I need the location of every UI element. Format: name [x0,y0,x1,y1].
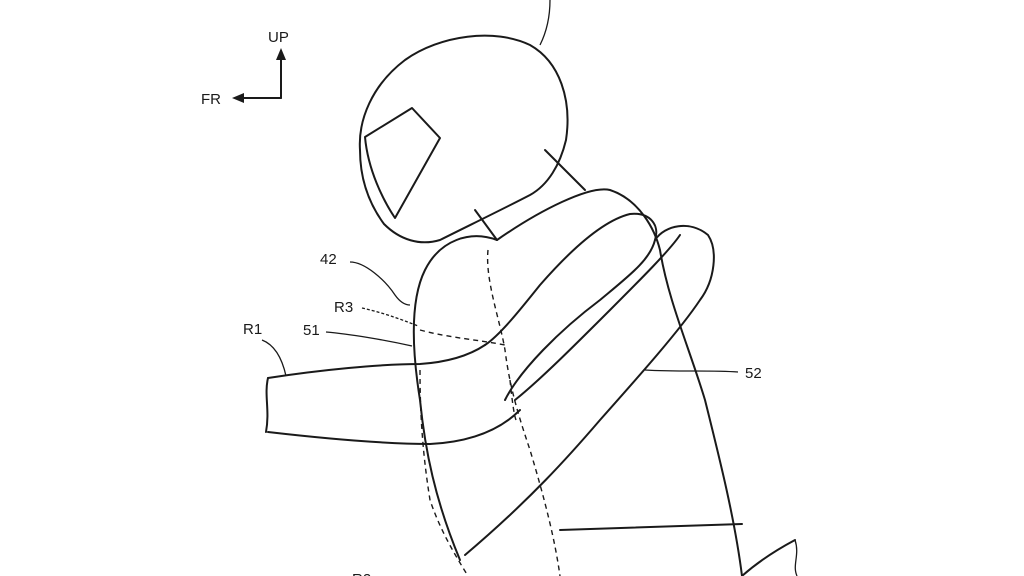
hidden-lines [419,249,561,576]
label-51: 51 [303,322,320,339]
hidden-line-3 [419,369,469,576]
front-label: FR [201,91,221,108]
airbag-front-outline [484,212,658,401]
label-r1: R1 [243,321,262,338]
up-label: UP [268,29,289,46]
leader-lines [261,261,739,377]
neck [474,149,586,241]
hidden-line-1 [486,249,561,576]
leader-r3 [361,307,419,327]
leader-52 [644,369,739,373]
leader-r1 [261,339,287,377]
hidden-line-4 [509,379,517,421]
label-52: 52 [745,365,762,382]
seat-rear [741,539,796,576]
helmet [358,0,569,244]
seat [559,523,798,576]
torso [412,188,743,576]
airbag-front-51 [484,212,681,401]
helmet-visor [364,107,441,219]
arm-upper-edge [267,344,486,379]
leader-51 [325,331,413,347]
helmet-leader-curve [539,0,551,46]
seat-rear-cut [794,539,798,576]
arm [265,344,521,445]
hidden-line-2 [419,329,506,346]
arm-lower-edge [267,409,521,445]
seat-top [559,523,743,531]
airbag-front-inner [514,234,681,401]
front-arrow-head [232,93,244,103]
helmet-shell [358,34,569,244]
arm-cut-line [265,377,269,433]
airbag-back-52 [464,224,715,556]
label-42: 42 [320,251,337,268]
reference-labels: 42 R3 R1 51 52 R2 [243,251,762,576]
torso-front [412,235,498,561]
label-r3: R3 [334,299,353,316]
up-arrow-head [276,48,286,60]
airbag-back-outline [464,224,715,556]
neck-front [474,209,498,241]
neck-back [544,149,586,191]
leader-42 [349,261,411,306]
orientation-indicator: UP FR [201,29,289,108]
label-r2: R2 [352,571,371,576]
torso-back [496,188,743,576]
